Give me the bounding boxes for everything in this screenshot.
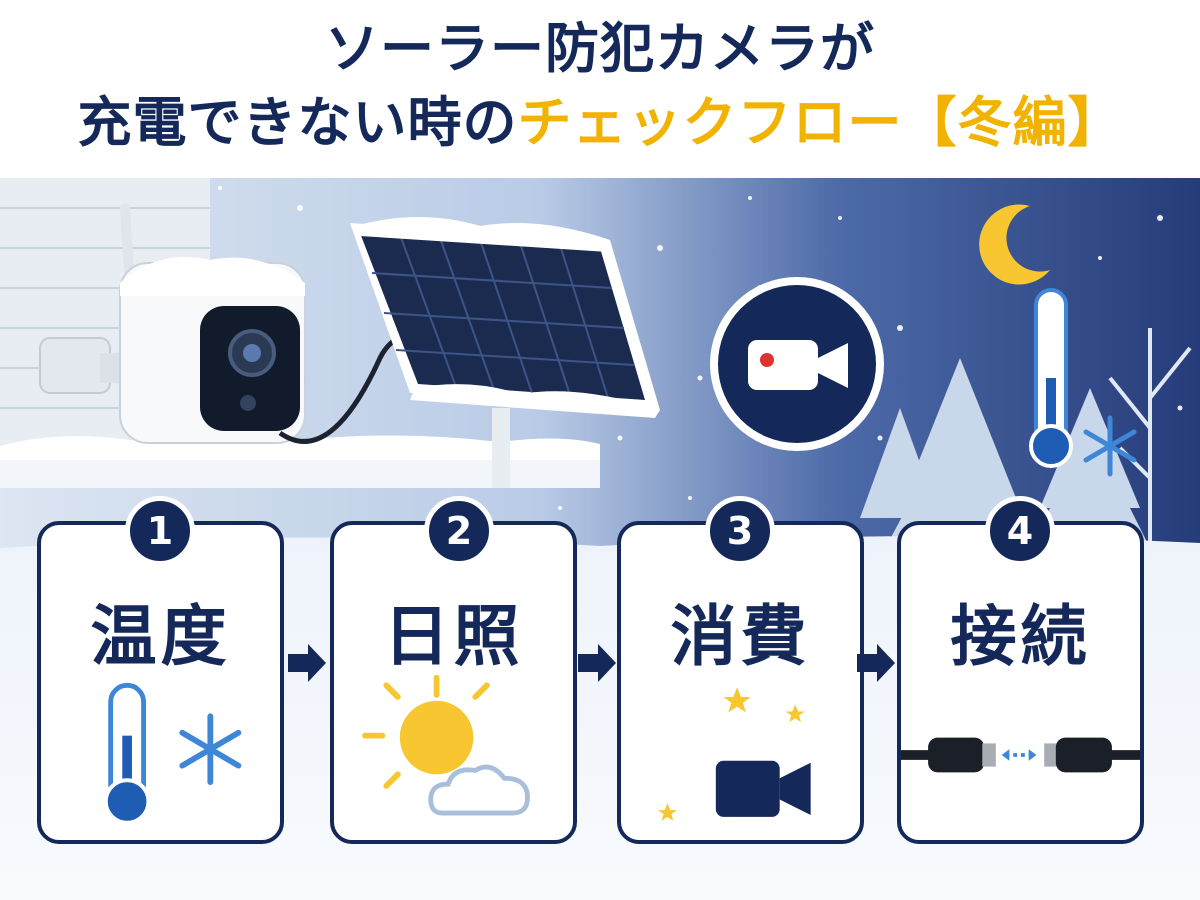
- cable-connector-icon: [901, 737, 1140, 773]
- arrow-right-icon: [288, 644, 326, 682]
- step-number-badge: 4: [985, 496, 1055, 566]
- arrow-right-icon: [578, 644, 616, 682]
- step-number-badge: 3: [705, 496, 775, 566]
- snowflakes: [218, 186, 1183, 510]
- title-block: ソーラー防犯カメラが 充電できない時のチェックフロー【冬編】: [0, 0, 1200, 178]
- step-card-connection: 接続: [897, 521, 1144, 844]
- step-card-sunlight: 日照: [330, 521, 577, 844]
- step-label: 温度: [90, 598, 231, 675]
- bare-tree: [1108, 328, 1192, 558]
- step-label: 消費: [670, 598, 811, 675]
- security-camera: [39, 203, 411, 444]
- moon-camera-icon: [653, 687, 811, 821]
- step-number-badge: 2: [424, 496, 494, 566]
- thermometer-snowflake-icon: [1029, 288, 1137, 477]
- title-line-2-prefix: 充電できない時の: [77, 91, 518, 154]
- title-line-1: ソーラー防犯カメラが: [325, 17, 875, 80]
- step-label: 日照: [383, 598, 524, 675]
- solar-panel: [350, 217, 660, 488]
- step-card-consumption: 消費: [617, 521, 864, 844]
- moon-icon: [979, 204, 1050, 285]
- video-camera-icon: [710, 277, 884, 451]
- arrow-right-icon: [857, 644, 895, 682]
- sun-cloud-icon: [362, 675, 530, 816]
- title-line-2-highlight: チェックフロー【冬編】: [517, 91, 1123, 154]
- thermometer-snowflake-icon: [103, 682, 242, 825]
- title-line-2: 充電できない時のチェックフロー【冬編】: [0, 96, 1200, 150]
- step-card-temperature: 温度: [37, 521, 284, 844]
- step-number-badge: 1: [125, 496, 195, 566]
- step-label: 接続: [950, 598, 1091, 675]
